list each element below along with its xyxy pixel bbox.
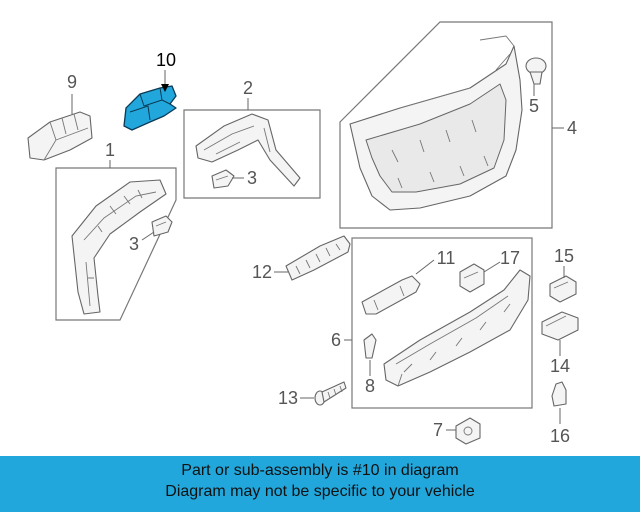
callout-13: 13: [278, 388, 298, 408]
box-6: [351, 237, 533, 409]
part-5-clip: [525, 57, 547, 85]
callout-5: 5: [529, 96, 539, 116]
part-15: [549, 275, 577, 303]
callout-7: 7: [433, 420, 443, 440]
callout-16: 16: [550, 426, 570, 446]
box-4: [339, 21, 553, 229]
arrow-10: [161, 84, 169, 92]
callout-3b: 3: [247, 168, 257, 188]
part-12: [285, 235, 351, 281]
part-1: [71, 179, 167, 315]
parts-diagram: 10 9 1 3 2 3 4: [27, 21, 579, 446]
banner-line-2: Diagram may not be specific to your vehi…: [165, 483, 475, 500]
callout-1: 1: [105, 140, 115, 160]
part-13-screw: [314, 381, 347, 406]
callout-6: 6: [331, 330, 341, 350]
info-banner: Part or sub-assembly is #10 in diagram D…: [0, 456, 640, 512]
callout-15: 15: [554, 246, 574, 266]
callout-2: 2: [243, 78, 253, 98]
part-7-nut: [455, 417, 481, 445]
leader-17: [483, 261, 501, 273]
callout-4: 4: [567, 118, 577, 138]
callout-14: 14: [550, 356, 570, 376]
callout-10: 10: [156, 50, 176, 70]
part-9: [27, 111, 93, 161]
part-16: [551, 381, 567, 407]
banner-line-1: Part or sub-assembly is #10 in diagram: [181, 462, 459, 479]
part-3-clip-b: [211, 169, 235, 189]
box-2: [183, 109, 321, 199]
callout-17: 17: [500, 248, 520, 268]
callout-8: 8: [365, 376, 375, 396]
callout-11: 11: [437, 248, 456, 268]
part-2: [195, 113, 301, 187]
part-10-highlighted[interactable]: [123, 85, 177, 131]
part-6-handle: [383, 269, 531, 387]
leader-3a: [141, 231, 155, 241]
part-8: [363, 333, 377, 359]
part-17: [459, 263, 485, 293]
box-1: [55, 167, 177, 321]
part-11: [361, 275, 421, 315]
callout-3a: 3: [129, 234, 139, 254]
callout-12: 12: [252, 262, 272, 282]
part-3-clip-a: [151, 215, 173, 237]
part-4-liftgate-trim: [349, 35, 523, 211]
leader-11: [415, 259, 435, 275]
part-14: [541, 311, 579, 341]
callout-9: 9: [67, 72, 77, 92]
